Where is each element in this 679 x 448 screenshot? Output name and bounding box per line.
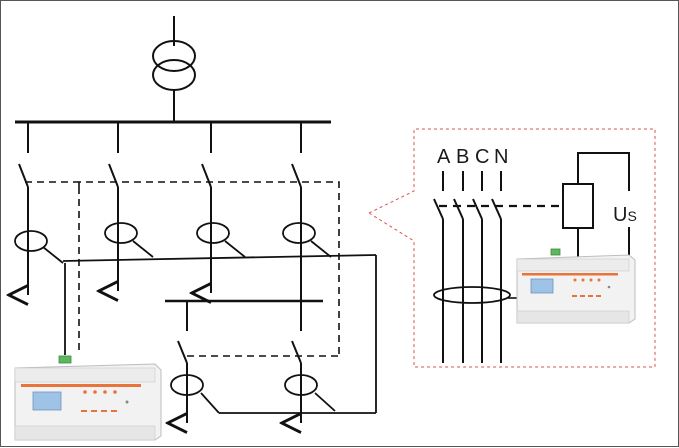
device-accent-stripe xyxy=(21,384,141,387)
switch-5 xyxy=(177,340,188,364)
signal-line xyxy=(62,254,377,262)
device-screen xyxy=(32,391,62,411)
inset-diagram xyxy=(433,152,630,363)
main-diagram xyxy=(14,16,377,423)
switch-6 xyxy=(291,340,302,364)
current-transformer-2 xyxy=(104,222,138,244)
current-transformer-4 xyxy=(282,222,316,244)
feeder-4 xyxy=(282,122,316,301)
label-phase-a: A xyxy=(437,146,451,168)
inset-device-terminal xyxy=(550,248,561,256)
current-transformer-3 xyxy=(196,222,230,244)
current-transformer-6 xyxy=(284,374,318,396)
label-us: US xyxy=(613,204,637,226)
switch-4 xyxy=(291,163,302,188)
feeder-3 xyxy=(196,122,230,293)
label-phase-c: C xyxy=(475,146,489,168)
trip-coil xyxy=(562,183,594,229)
transformer-icon xyxy=(152,40,196,91)
switch-2 xyxy=(108,163,119,188)
current-transformer-5 xyxy=(170,374,204,396)
meter-device xyxy=(14,355,162,441)
sub-feeder-1 xyxy=(170,301,220,423)
device-terminal xyxy=(58,355,72,364)
feeder-2 xyxy=(104,122,138,291)
inset-callout xyxy=(368,128,656,368)
residual-current-transformer xyxy=(433,286,511,304)
label-phase-n: N xyxy=(494,146,508,168)
switch-3 xyxy=(201,163,212,188)
sub-feeder-2 xyxy=(284,301,336,423)
label-phase-b: B xyxy=(456,146,469,168)
current-transformer-1 xyxy=(14,230,48,252)
feeder-1 xyxy=(14,122,48,295)
inset-meter-device xyxy=(516,248,636,324)
inset-device-screen xyxy=(530,278,554,294)
switch-1 xyxy=(18,163,29,188)
